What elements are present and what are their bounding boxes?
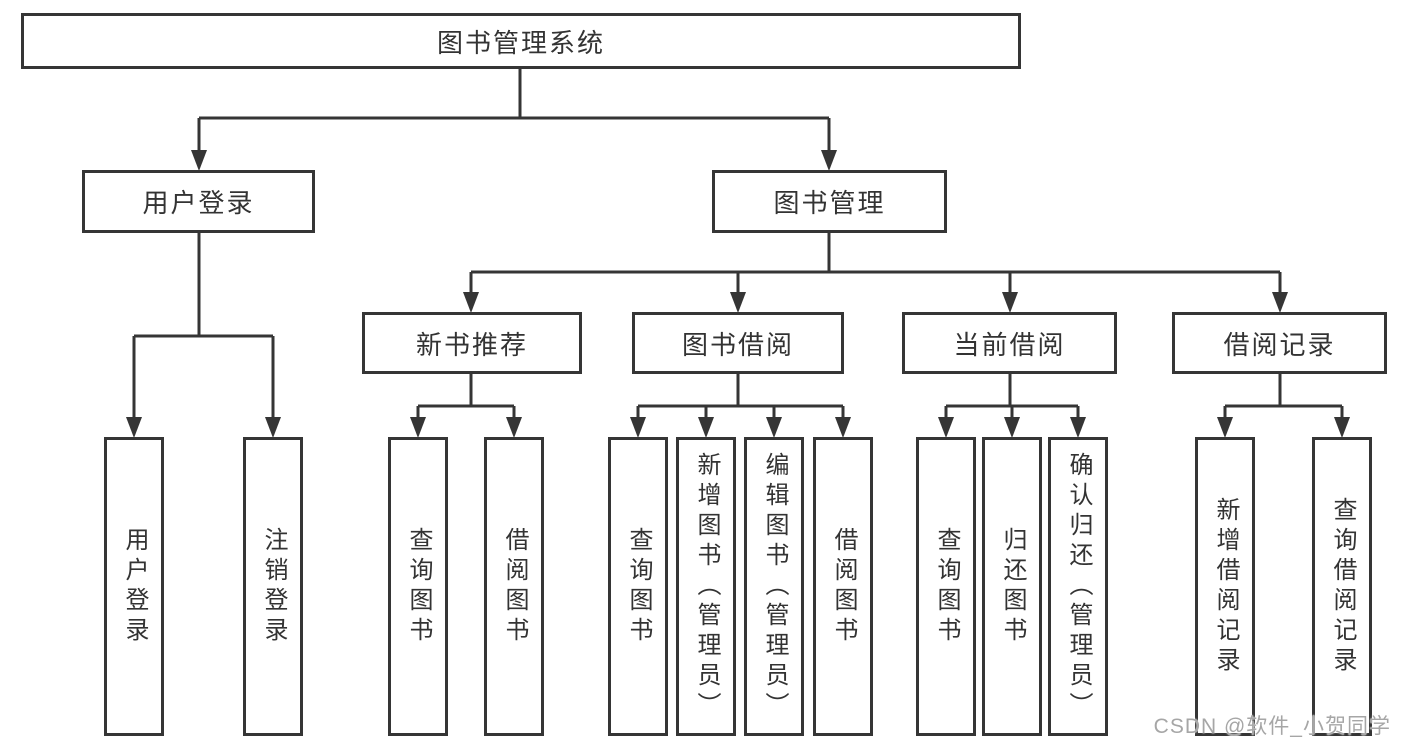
leaf-add-book-admin: 新增图书（管理员） xyxy=(676,437,736,736)
leaf-borrow-books-borrow: 借阅图书 xyxy=(813,437,873,736)
connector-book-borrow-children xyxy=(636,374,845,419)
leaf-confirm-return-admin: 确认归还（管理员） xyxy=(1048,437,1108,736)
node-library-management-system: 图书管理系统 xyxy=(21,13,1021,69)
node-book-management: 图书管理 xyxy=(712,170,947,233)
node-user-login: 用户登录 xyxy=(82,170,315,233)
connector-root-to-level2 xyxy=(197,69,831,152)
leaf-add-borrow-record: 新增借阅记录 xyxy=(1195,437,1255,736)
leaf-user-login: 用户登录 xyxy=(104,437,164,736)
connector-new-book-recommend-children xyxy=(416,374,516,419)
leaf-edit-book-admin: 编辑图书（管理员） xyxy=(744,437,804,736)
leaf-logout: 注销登录 xyxy=(243,437,303,736)
csdn-watermark: CSDN @软件_小贺同学 xyxy=(1153,715,1391,738)
connector-user-login-children xyxy=(132,233,275,419)
connector-book-management-children xyxy=(469,233,1282,294)
node-new-book-recommend: 新书推荐 xyxy=(362,312,582,374)
node-borrow-records: 借阅记录 xyxy=(1172,312,1387,374)
arrowheads xyxy=(126,150,1350,438)
connector-current-borrow-children xyxy=(944,374,1080,419)
leaf-query-books-recommend: 查询图书 xyxy=(388,437,448,736)
node-book-borrow: 图书借阅 xyxy=(632,312,844,374)
leaf-query-borrow-record: 查询借阅记录 xyxy=(1312,437,1372,736)
connector-borrow-records-children xyxy=(1223,374,1344,419)
leaf-borrow-books-recommend: 借阅图书 xyxy=(484,437,544,736)
leaf-query-books-borrow: 查询图书 xyxy=(608,437,668,736)
leaf-return-books: 归还图书 xyxy=(982,437,1042,736)
leaf-query-books-current: 查询图书 xyxy=(916,437,976,736)
node-current-borrow: 当前借阅 xyxy=(902,312,1117,374)
